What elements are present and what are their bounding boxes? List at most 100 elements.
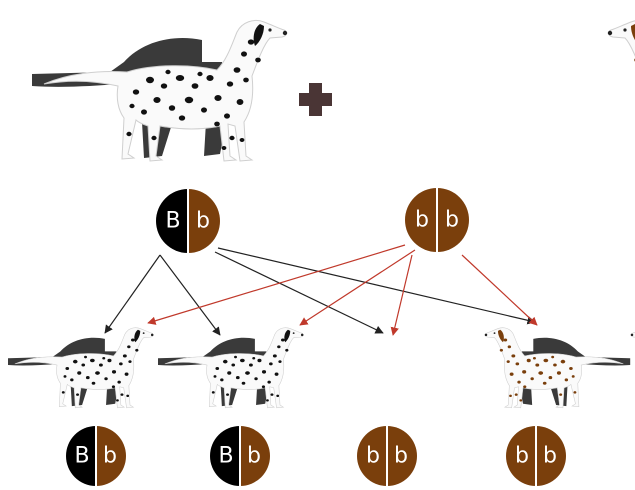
coat-spot — [104, 377, 108, 381]
coat-spot — [278, 360, 282, 363]
dog-body — [484, 327, 624, 409]
coat-spot — [146, 76, 154, 84]
dog-nose — [300, 333, 304, 337]
coat-spot — [214, 121, 220, 127]
coat-spot — [85, 375, 90, 380]
coat-spot — [77, 371, 82, 375]
coat-spot — [252, 356, 256, 360]
dog-ear — [497, 329, 504, 343]
coat-spot — [564, 378, 569, 382]
dog-ear — [284, 329, 291, 343]
coat-spot — [560, 359, 566, 364]
coat-spot — [65, 366, 70, 370]
coat-spot — [254, 377, 258, 381]
coat-spot — [261, 385, 266, 389]
dog-eye — [623, 28, 627, 32]
coat-spot — [102, 356, 106, 360]
dog-ear — [134, 329, 141, 343]
coat-spot — [526, 358, 531, 363]
coat-spot — [509, 372, 514, 376]
coat-spot — [81, 363, 86, 367]
inheritance-arrows — [104, 244, 538, 336]
coat-spot — [165, 69, 171, 75]
coat-spot — [270, 393, 274, 396]
coat-spot — [535, 363, 540, 367]
coat-spot — [98, 363, 103, 367]
dog-nose — [607, 30, 613, 36]
coat-spot — [95, 371, 100, 375]
arrow-black-parent-to-pup-4 — [217, 247, 536, 325]
dog-eye — [268, 28, 272, 32]
arrow-liver-parent-to-pup-3 — [390, 254, 413, 336]
coat-spot — [522, 370, 527, 374]
plus-sign-icon — [299, 83, 332, 116]
genotype-circle-pup-4: b b — [506, 426, 566, 486]
coat-spot — [168, 105, 176, 111]
dog-body — [630, 331, 635, 338]
coat-spot — [543, 358, 549, 363]
coat-spot — [236, 99, 244, 105]
coat-spot — [224, 113, 230, 119]
dog-body — [608, 20, 635, 57]
coat-spot — [220, 378, 224, 382]
genotype-circle-pup-2: B b — [210, 426, 270, 486]
coat-spot — [245, 371, 250, 375]
dog-eye — [292, 332, 295, 335]
allele-left: B — [218, 444, 233, 469]
coat-spot — [231, 363, 236, 367]
coat-spot — [215, 366, 220, 370]
coat-spot — [503, 338, 508, 342]
coat-spot — [160, 83, 168, 89]
coat-spot — [132, 89, 140, 95]
arrow-liver-parent-to-pup-2 — [299, 249, 416, 326]
dog-eye — [142, 332, 145, 335]
coat-spot — [514, 393, 518, 396]
coat-spot — [542, 381, 547, 385]
arrow-black-parent-to-pup-3 — [214, 251, 384, 334]
offspring-dog-1 — [8, 327, 154, 409]
allele-left: B — [165, 209, 180, 234]
coat-spot — [129, 103, 135, 109]
allele-right: b — [543, 444, 557, 469]
coat-spot — [76, 393, 80, 396]
coat-spot — [151, 135, 157, 141]
coat-spot — [257, 358, 262, 363]
coat-spot — [241, 51, 247, 57]
coat-spot — [84, 355, 88, 359]
arrow-black-parent-to-pup-2 — [159, 254, 221, 336]
coat-spot — [255, 57, 261, 63]
offspring-dog-3 — [484, 327, 631, 409]
allele-right: b — [103, 444, 117, 469]
coat-spot — [548, 375, 553, 380]
coat-spot — [243, 77, 249, 83]
coat-spot — [274, 372, 279, 376]
coat-spot — [201, 107, 207, 113]
coat-spot — [511, 354, 516, 358]
dog-body — [14, 327, 154, 409]
allele-right: b — [196, 209, 210, 234]
coat-spot — [532, 356, 536, 360]
coat-spot — [124, 372, 129, 376]
dog-eye — [493, 332, 496, 335]
coat-spot — [63, 375, 67, 378]
dog-nose — [630, 333, 634, 337]
coat-spot — [191, 83, 199, 89]
coat-spot — [523, 385, 527, 389]
coat-spot — [281, 338, 285, 342]
coat-spot — [89, 358, 95, 363]
coat-spot — [247, 39, 255, 45]
dog-ear — [253, 24, 264, 46]
coat-spot — [70, 378, 74, 382]
coat-spot — [131, 338, 135, 342]
coat-spot — [239, 138, 245, 142]
coat-spot — [126, 131, 132, 137]
coat-spot — [241, 381, 246, 385]
coat-spot — [248, 363, 253, 367]
coat-spot — [551, 355, 555, 359]
arrow-liver-parent-to-pup-1 — [147, 244, 406, 325]
coat-spot — [538, 371, 544, 375]
coat-spot — [234, 355, 238, 359]
coat-spot — [239, 358, 245, 363]
genotype-circle-pup-1: B b — [66, 426, 126, 486]
